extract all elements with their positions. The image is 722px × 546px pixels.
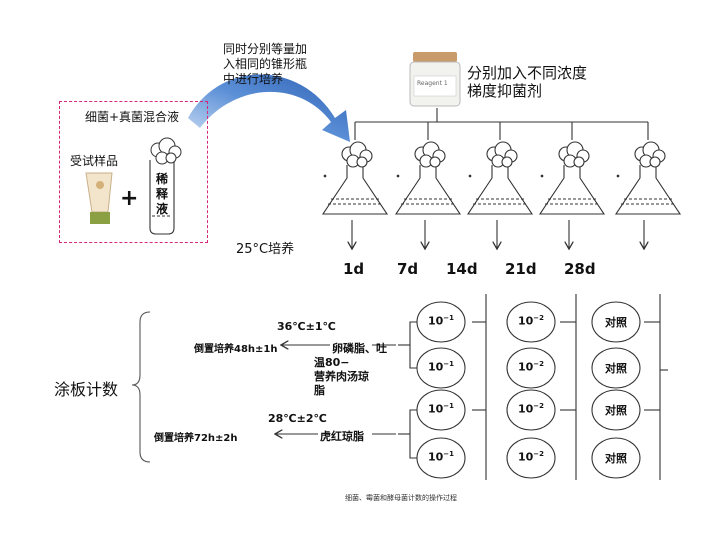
dilution-label: 稀释液	[156, 172, 169, 216]
plate-label-exponent: −1	[443, 402, 455, 410]
distribution-lines	[354, 108, 649, 140]
petri-plate	[591, 389, 641, 431]
petri-plate	[416, 347, 466, 389]
plate-label-exponent: −2	[533, 402, 545, 410]
flask-dot	[616, 174, 620, 178]
flask-dot	[396, 174, 400, 178]
plate-count-label: 涂板计数	[54, 380, 119, 399]
tube-cotton	[150, 137, 182, 165]
plate-label-exponent: −2	[533, 314, 545, 322]
temp-36-label: 36℃±1℃	[277, 320, 336, 333]
plate-label: 10−1	[427, 450, 455, 464]
figure-caption: 细菌、霉菌和酵母菌计数的操作过程	[345, 494, 457, 502]
plate-label-exponent: −1	[443, 360, 455, 368]
flask-body	[394, 165, 462, 215]
flask-2	[394, 141, 462, 215]
petri-plate	[591, 301, 641, 343]
plate-label: 10−2	[517, 360, 545, 374]
rose-bengal-label: 虎红琼脂	[320, 430, 364, 443]
plate-label-exponent: −2	[533, 360, 545, 368]
plate-label: 10−1	[427, 314, 455, 328]
cotton-plug	[429, 156, 441, 168]
plate-label: 对照	[605, 404, 627, 417]
temp-28-label: 28℃±2℃	[268, 412, 327, 425]
petri-plate	[506, 301, 556, 343]
cotton-plug	[501, 156, 513, 168]
flask-4	[538, 141, 606, 215]
reagent-bottle-label: Reagent 1	[417, 80, 448, 87]
flask-body	[466, 165, 534, 215]
flask-body	[614, 165, 682, 215]
flask-body	[321, 165, 389, 215]
petri-plate	[506, 389, 556, 431]
petri-plate	[416, 301, 466, 343]
medium-line1: 卵磷脂、吐	[332, 342, 387, 355]
plate-label: 10−2	[517, 450, 545, 464]
petri-plate	[591, 347, 641, 389]
flask-group	[321, 141, 682, 215]
medium-line4: 脂	[314, 384, 325, 397]
reagent-bottle	[409, 52, 461, 107]
dilution-tube	[149, 160, 175, 235]
cotton-plug	[356, 156, 368, 168]
day-label-3: 14d	[446, 260, 478, 278]
flask-dot	[540, 174, 544, 178]
agent-note-line2: 梯度抑菌剂	[467, 82, 543, 100]
arrow-note-line2: 入相同的锥形瓶	[223, 57, 308, 71]
petri-plate	[506, 347, 556, 389]
flask-body	[538, 165, 606, 215]
petri-plate	[416, 437, 466, 479]
flask-dot	[323, 174, 327, 178]
temp-culture-label: 25°C培养	[236, 242, 295, 257]
petri-plate	[591, 437, 641, 479]
cotton-plug	[573, 156, 585, 168]
flask-3	[466, 141, 534, 215]
plate-label: 10−1	[427, 402, 455, 416]
arrow-note-line3: 中进行培养	[223, 72, 284, 86]
plate-label: 对照	[605, 452, 627, 465]
down-arrows	[352, 220, 644, 248]
day-label-4: 21d	[505, 260, 537, 278]
plate-label: 10−1	[427, 360, 455, 374]
medium-line2: 温80−	[314, 356, 350, 369]
invert-72-label: 倒置培养72h±2h	[154, 433, 238, 444]
flask-dot	[468, 174, 472, 178]
condition-arrows	[276, 345, 396, 434]
day-label-5: 28d	[564, 260, 596, 278]
sample-tube	[85, 172, 113, 224]
sample-label: 受试样品	[70, 154, 119, 168]
plate-label-exponent: −1	[443, 450, 455, 458]
petri-plate	[506, 437, 556, 479]
plate-label: 对照	[605, 316, 627, 329]
flask-1	[321, 141, 389, 215]
plate-label: 10−2	[517, 314, 545, 328]
flask-5	[614, 141, 682, 215]
transfer-arrow	[188, 74, 350, 142]
day-label-2: 7d	[397, 260, 419, 278]
invert-48-label: 倒置培养48h±1h	[194, 344, 278, 355]
arrow-note-line1: 同时分别等量加	[223, 42, 308, 56]
petri-plate	[416, 389, 466, 431]
plate-label-exponent: −2	[533, 450, 545, 458]
sample-mix-box	[59, 101, 208, 243]
plate-label-exponent: −1	[443, 314, 455, 322]
day-label-1: 1d	[343, 260, 365, 278]
plate-label: 10−2	[517, 402, 545, 416]
plus-sign: +	[120, 186, 139, 211]
cotton-plug	[649, 156, 661, 168]
medium-line3: 营养肉汤琼	[314, 370, 369, 383]
plate-label: 对照	[605, 362, 627, 375]
mix-label: 细菌+真菌混合液	[85, 110, 180, 124]
plate-grid	[416, 301, 641, 479]
plate-count-brace	[131, 311, 151, 463]
agent-note-line1: 分别加入不同浓度	[467, 64, 588, 82]
